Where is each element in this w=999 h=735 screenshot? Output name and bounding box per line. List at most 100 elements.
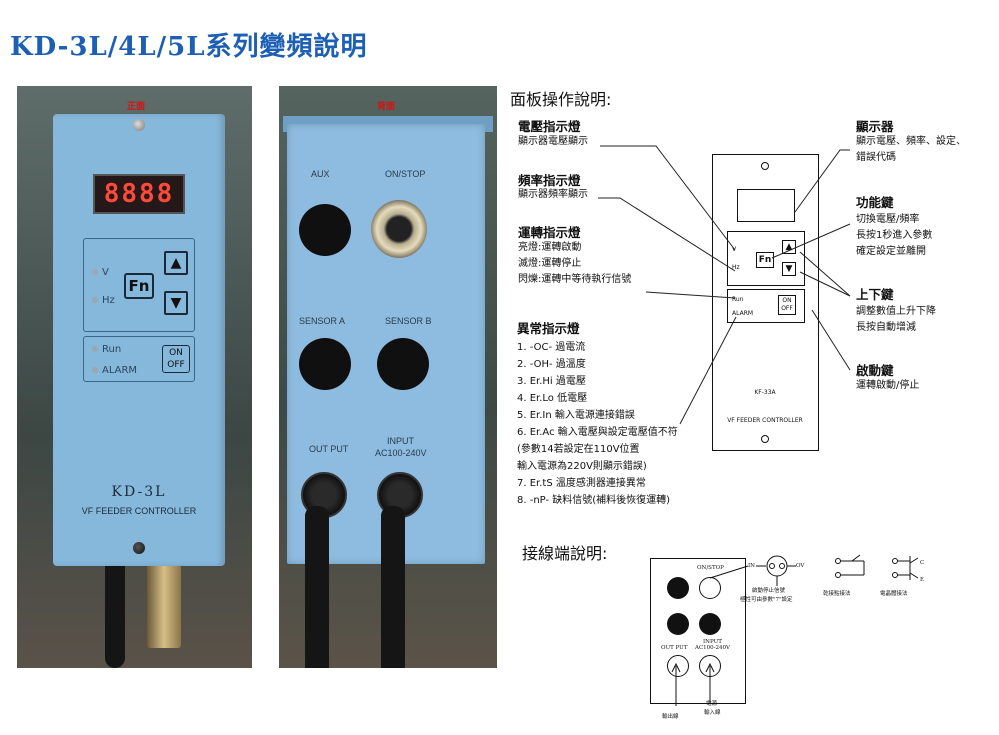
wiring-panel: ON/STOP OUT PUT INPUT AC100-240V: [650, 558, 746, 704]
display-label: 顯示器: [856, 119, 894, 134]
front-photo: 正面 8888 V Hz Fn ▲ ▼ Run ALARM ON OFF KD-…: [17, 86, 252, 668]
run-indicator-desc-1: 亮燈:運轉啟動: [518, 242, 582, 253]
front-connector: [147, 556, 181, 648]
display-desc-2: 錯誤代碼: [856, 152, 896, 163]
led-icon: [92, 346, 98, 352]
updown-key-desc-1: 調整數值上升下降: [856, 306, 936, 317]
dry-contact-icon: [835, 554, 865, 578]
wiring-dry-contact: 乾接點接法: [823, 591, 851, 597]
on-stop-hole-icon: [699, 577, 721, 599]
front-product: VF FEEDER CONTROLLER: [81, 506, 197, 516]
wiring-output: OUT PUT: [661, 645, 688, 651]
sensor-b-port: [377, 338, 429, 390]
transistor-icon: [892, 556, 919, 580]
error-item: 3. Er.Hi 過電壓: [517, 376, 586, 387]
wiring-note-2: 極性可由參數"7"設定: [740, 597, 793, 603]
back-photo: 背面 AUX ON/STOP SENSOR A SENSOR B OUT PUT…: [279, 86, 497, 668]
diagram-product: VF FEEDER CONTROLLER: [727, 417, 803, 424]
diagram-v: V: [732, 246, 737, 253]
diagram-model: KF-33A: [754, 389, 776, 396]
wiring-power: 電源: [706, 701, 718, 707]
diagram-fn-key: Fn: [756, 252, 774, 268]
voltage-indicator-label: 電壓指示燈: [518, 119, 581, 134]
sensor-a-port: [299, 338, 351, 390]
wiring-heading: 接線端說明:: [522, 544, 608, 563]
on-stop-connector: [371, 200, 427, 258]
diagram-up-key: ▲: [782, 240, 796, 254]
frequency-indicator-label: 頻率指示燈: [518, 173, 581, 188]
indicator-hz: Hz: [92, 295, 115, 306]
wiring-input: INPUT: [703, 639, 722, 645]
display-desc-1: 顯示電壓、頻率、設定、: [856, 136, 966, 147]
aux-hole-icon: [667, 577, 689, 599]
sensor-a-hole-icon: [667, 613, 689, 635]
error-heading: 異常指示燈: [517, 321, 580, 336]
sensor-b-hole-icon: [699, 613, 721, 635]
voltage-indicator-desc: 顯示器電壓顯示: [518, 136, 588, 147]
diagram-run: Run: [732, 296, 744, 303]
updown-key-label: 上下鍵: [856, 287, 894, 302]
front-unit-body: 8888 V Hz Fn ▲ ▼ Run ALARM ON OFF KD-3L …: [53, 114, 225, 566]
error-item: 8. -nP- 缺料信號(補料後恢復運轉): [517, 495, 671, 506]
page-title: KD-3L/4L/5L系列變頻說明: [10, 32, 368, 62]
input-hole-icon: [699, 655, 721, 677]
wiring-connector-icon: [756, 555, 796, 586]
sensor-a-label: SENSOR A: [299, 316, 346, 326]
led-icon: [92, 367, 98, 373]
down-button[interactable]: ▼: [164, 291, 188, 315]
wiring-out-line: 輸出線: [662, 714, 679, 720]
wiring-transistor: 電晶體接法: [880, 591, 908, 597]
wiring-input-spec: AC100-240V: [695, 645, 731, 651]
output-label: OUT PUT: [309, 444, 349, 454]
on-off-button[interactable]: ON OFF: [162, 345, 190, 373]
indicator-run: Run: [92, 344, 121, 355]
panel-heading: 面板操作說明:: [510, 90, 612, 109]
updown-key-desc-2: 長按自動增減: [856, 322, 916, 333]
function-key-label: 功能鍵: [856, 195, 894, 210]
error-item: 2. -OH- 過溫度: [517, 359, 586, 370]
mount-hole-icon: [761, 435, 769, 443]
error-item: 4. Er.Lo 低電壓: [517, 393, 588, 404]
wiring-note-1: 啟動停止信號: [752, 588, 786, 594]
mount-hole-icon: [761, 162, 769, 170]
diagram-alarm: ALARM: [732, 310, 754, 317]
up-button[interactable]: ▲: [164, 251, 188, 275]
error-item: 輸入電源為220V則顯示錯誤): [517, 461, 647, 472]
wiring-c: C: [920, 560, 925, 566]
back-unit-body: AUX ON/STOP SENSOR A SENSOR B OUT PUT IN…: [287, 124, 485, 564]
on-stop-label: ON/STOP: [385, 169, 426, 179]
sensor-b-label: SENSOR B: [385, 316, 432, 326]
input-cable: [381, 506, 405, 668]
error-item: (參數14若設定在110V位置: [517, 444, 640, 455]
fn-button[interactable]: Fn: [124, 273, 154, 299]
led-icon: [92, 269, 98, 275]
front-display: 8888: [93, 174, 185, 214]
run-indicator-desc-2: 滅燈:運轉停止: [518, 258, 582, 269]
back-label: 背面: [377, 102, 396, 112]
diagram-hz: Hz: [732, 264, 740, 271]
function-key-desc-3: 確定設定並離開: [856, 246, 926, 257]
error-item: 1. -OC- 過電流: [517, 342, 586, 353]
error-item: 7. Er.tS 溫度感測器連接異常: [517, 478, 646, 489]
wiring-ov: OV: [796, 563, 805, 569]
input-spec-label: AC100-240V: [375, 448, 427, 458]
wiring-on-stop: ON/STOP: [697, 565, 724, 571]
run-indicator-desc-3: 閃爍:運轉中等待執行信號: [518, 274, 632, 285]
led-icon: [92, 297, 98, 303]
input-label: INPUT: [387, 436, 414, 446]
error-item: 5. Er.In 輸入電源連接錯誤: [517, 410, 635, 421]
function-key-desc-2: 長按1秒進入參數: [856, 230, 933, 241]
wiring-in: IN: [748, 563, 755, 569]
bottom-screw-icon: [133, 542, 145, 554]
aux-label: AUX: [311, 169, 330, 179]
wiring-e: E: [920, 577, 925, 583]
start-key-label: 啟動鍵: [856, 363, 894, 378]
indicator-alarm: ALARM: [92, 365, 137, 376]
error-item: 6. Er.Ac 輸入電壓與設定電壓值不符: [517, 427, 678, 438]
start-key-desc: 運轉啟動/停止: [856, 380, 920, 391]
output-cable: [305, 506, 329, 668]
front-label: 正面: [127, 102, 146, 112]
diagram-display: [737, 189, 795, 222]
diagram-down-key: ▼: [782, 262, 796, 276]
diagram-run-area: Run ALARM ON OFF: [727, 289, 805, 323]
